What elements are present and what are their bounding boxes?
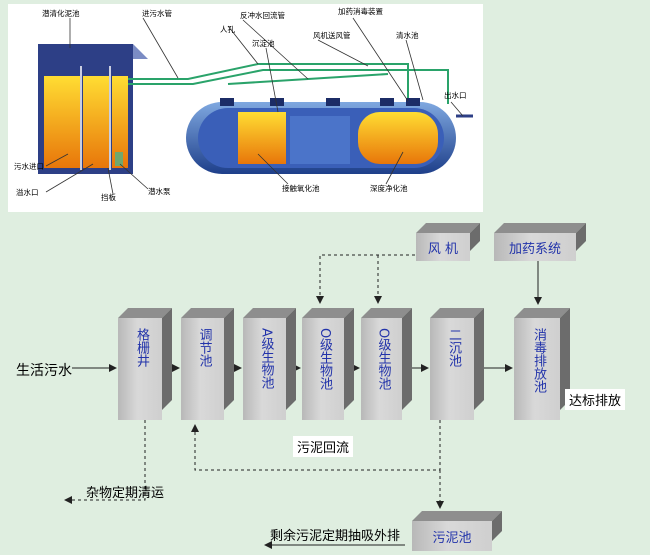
equipment-svg: 潜清化泥池 进污水管 反冲水回流管 加药消毒装置 人孔 沉淀池 风机送风管 清水… <box>14 6 473 202</box>
grid-well-box: 格栅井 <box>118 318 162 420</box>
a-bio-label: A级生物池 <box>258 328 274 389</box>
label-fan-duct: 风机送风管 <box>313 30 351 40</box>
label-sewage-pipe: 进污水管 <box>142 8 172 18</box>
label-backwash-pipe: 反冲水回流管 <box>240 10 285 20</box>
grid-well-label: 格栅井 <box>134 328 149 367</box>
o-bio-label-1: O级生物池 <box>317 328 332 391</box>
dosing-box: 加药系统 <box>494 233 576 261</box>
label-contact-oxidation: 接触氧化池 <box>282 183 320 193</box>
disinfect-box: 消毒排放池 <box>514 318 560 420</box>
input-label: 生活污水 <box>16 363 72 379</box>
label-baffle: 挡板 <box>101 192 116 202</box>
secondary-settle-box: 二沉池 <box>430 318 474 420</box>
secondary-settle-label: 二沉池 <box>446 328 461 367</box>
adjust-tank-label: 调节池 <box>196 328 212 367</box>
o-bio-box-2: O级生物池 <box>361 318 402 420</box>
pre-treatment-tank <box>38 44 148 174</box>
sludge-return-label: 污泥回流 <box>293 436 354 457</box>
label-manhole: 人孔 <box>220 25 235 34</box>
fan-label: 风 机 <box>427 241 459 257</box>
label-pre-tank: 潜清化泥池 <box>42 8 80 18</box>
debris-label: 杂物定期清运 <box>86 486 165 501</box>
a-bio-box: A级生物池 <box>243 318 286 420</box>
output-label: 达标排放 <box>565 389 626 410</box>
equipment-illustration: 潜清化泥池 进污水管 反冲水回流管 加药消毒装置 人孔 沉淀池 风机送风管 清水… <box>8 4 483 212</box>
label-dosing-device: 加药消毒装置 <box>338 6 383 16</box>
label-deep-purify: 深度净化池 <box>370 183 408 193</box>
main-tank <box>186 98 473 174</box>
sludge-tank-box: 污泥池 <box>412 521 492 551</box>
leader-lines <box>45 17 464 195</box>
o-bio-box-1: O级生物池 <box>302 318 344 420</box>
sludge-tank-label: 污泥池 <box>432 530 472 546</box>
o-bio-label-2: O级生物池 <box>375 328 391 391</box>
label-clear-tank: 清水池 <box>396 30 419 40</box>
fan-box: 风 机 <box>416 233 470 261</box>
label-sewage-inlet: 污水进口 <box>14 161 44 171</box>
label-outlet: 出水口 <box>444 90 467 100</box>
label-settling-tank: 沉淀池 <box>252 38 275 48</box>
label-overflow: 溢水口 <box>16 187 39 197</box>
disinfect-label: 消毒排放池 <box>531 328 546 393</box>
sludge-out-label: 剩余污泥定期抽吸外排 <box>270 529 401 544</box>
label-pump: 潜水泵 <box>148 186 171 196</box>
dosing-label: 加药系统 <box>508 241 561 257</box>
adjust-tank-box: 调节池 <box>181 318 224 420</box>
